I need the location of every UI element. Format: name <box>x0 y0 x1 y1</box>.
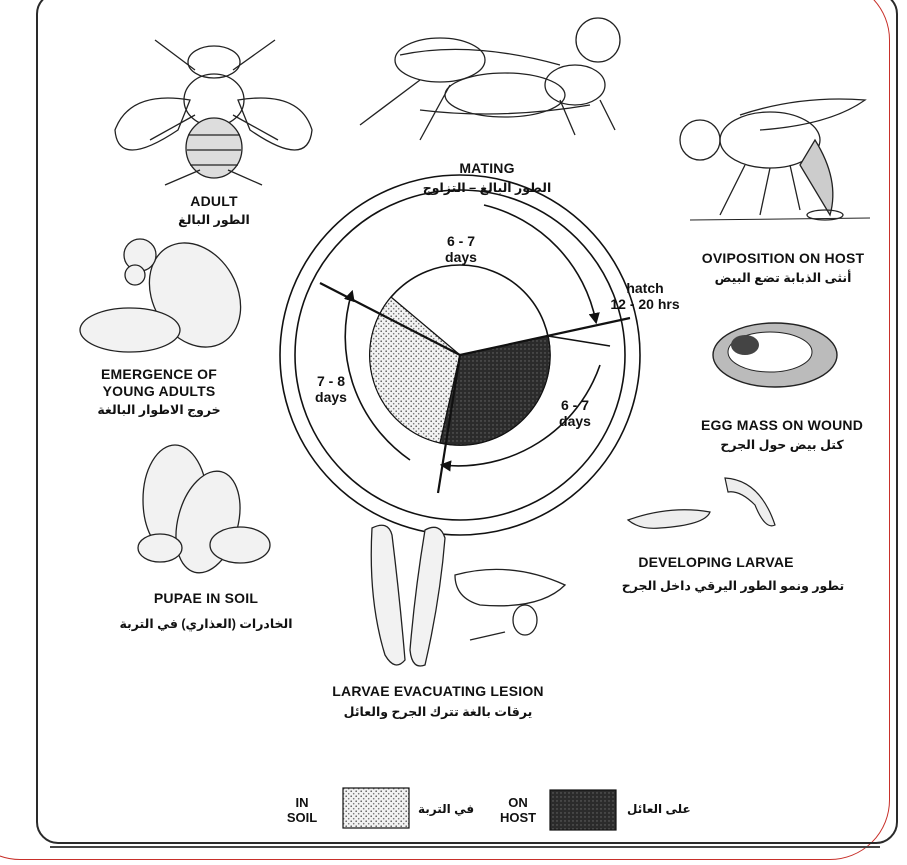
emergence-label-ar: خروج الاطوار البالغة <box>97 402 220 418</box>
legend-in-soil-ar: في التربة <box>418 802 474 816</box>
cycle-left-value: 7 - 8 <box>306 373 356 389</box>
pupae-label-ar: الخادرات (العذاري) في التربة <box>119 616 292 632</box>
developing-larvae-label: DEVELOPING LARVAE <box>638 554 793 571</box>
legend-on-host-swatch <box>550 790 616 830</box>
developing-larvae-illustration <box>628 478 775 528</box>
pupae-illustration <box>138 445 270 580</box>
cycle-left-unit: days <box>306 389 356 405</box>
cycle-top-unit: days <box>436 249 486 265</box>
egg-mass-illustration <box>713 323 837 387</box>
legend-on-host: ON HOST <box>490 795 546 825</box>
larvae-evacuating-label: LARVAE EVACUATING LESION <box>332 683 543 700</box>
cycle-top-value: 6 - 7 <box>436 233 486 249</box>
legend-on-host-line1: ON <box>490 795 546 810</box>
egg-mass-label-ar: كتل بيض حول الجرح <box>720 437 843 453</box>
mating-label-ar: الطور البالغ – التزاوج <box>423 180 552 196</box>
mating-flies-illustration <box>360 18 620 140</box>
oviposition-fly-illustration <box>680 99 870 220</box>
bottom-divider <box>50 846 880 848</box>
legend-in-soil-swatch <box>343 788 409 828</box>
mating-label: MATING <box>459 160 514 177</box>
adult-label-ar: الطور البالغ <box>178 212 250 228</box>
legend-on-host-ar: على العائل <box>627 802 691 816</box>
cycle-right-duration: 6 - 7 days <box>550 397 600 429</box>
adult-fly-illustration <box>115 40 312 185</box>
pupae-label: PUPAE IN SOIL <box>154 590 258 607</box>
cycle-diagram <box>280 175 640 535</box>
cycle-right-value: 6 - 7 <box>550 397 600 413</box>
emergence-label-line2: YOUNG ADULTS <box>103 383 216 400</box>
cycle-top-duration: 6 - 7 days <box>436 233 486 265</box>
oviposition-label: OVIPOSITION ON HOST <box>702 250 864 267</box>
developing-larvae-label-ar: تطور ونمو الطور اليرقي داخل الجرح <box>622 578 844 594</box>
larvae-evacuating-label-ar: يرقات بالغة تترك الجرح والعائل <box>344 704 533 720</box>
emergence-label-line1: EMERGENCE OF <box>101 366 217 383</box>
adult-label: ADULT <box>190 193 237 210</box>
egg-mass-label: EGG MASS ON WOUND <box>701 417 863 434</box>
cycle-hatch-value: 12 - 20 hrs <box>600 296 690 312</box>
legend-on-host-line2: HOST <box>490 810 546 825</box>
larvae-evacuating-illustration <box>371 525 565 666</box>
emergence-illustration <box>80 226 259 363</box>
oviposition-label-ar: أنثى الذبابة تضع البيض <box>715 270 852 286</box>
cycle-right-unit: days <box>550 413 600 429</box>
legend-in-soil: IN SOIL <box>276 795 328 825</box>
cycle-hatch-label: hatch <box>600 280 690 296</box>
legend-in-soil-line2: SOIL <box>276 810 328 825</box>
cycle-hatch-duration: hatch 12 - 20 hrs <box>600 280 690 312</box>
cycle-left-duration: 7 - 8 days <box>306 373 356 405</box>
legend-in-soil-line1: IN <box>276 795 328 810</box>
